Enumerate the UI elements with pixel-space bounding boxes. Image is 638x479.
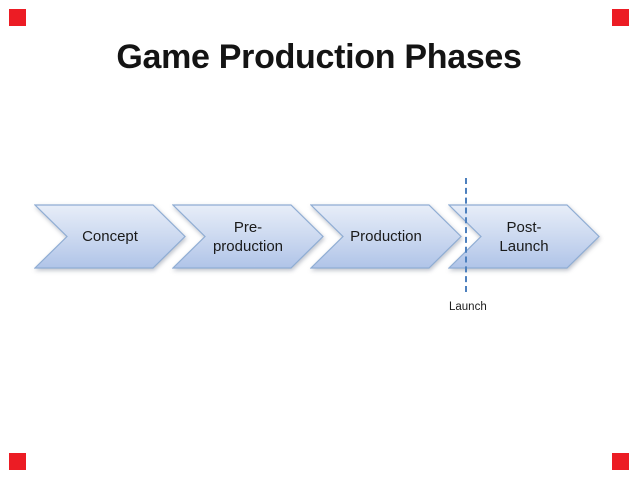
phase-chevron-pre-production: Pre- production: [172, 204, 324, 269]
chevron-shape: [310, 204, 462, 269]
phase-label-post-launch: Post- Launch: [499, 218, 549, 255]
phase-label-concept: Concept: [82, 228, 138, 245]
chevron-shape: [172, 204, 324, 269]
corner-marker-top-right: [612, 9, 629, 26]
phase-label-production: Production: [350, 228, 422, 245]
phase-chevron-production: Production: [310, 204, 462, 269]
phase-chevron-concept: Concept: [34, 204, 186, 269]
corner-marker-top-left: [9, 9, 26, 26]
corner-marker-bottom-right: [612, 453, 629, 470]
chevron-shape: [34, 204, 186, 269]
phase-label-pre-production: Pre- production: [212, 218, 284, 255]
slide-title: Game Production Phases: [116, 38, 522, 76]
phase-chevron-post-launch: Post- Launch: [448, 204, 600, 269]
corner-marker-bottom-left: [9, 453, 26, 470]
chevron-shape: [448, 204, 600, 269]
launch-label: Launch: [449, 301, 487, 313]
launch-divider-line: [465, 178, 467, 292]
